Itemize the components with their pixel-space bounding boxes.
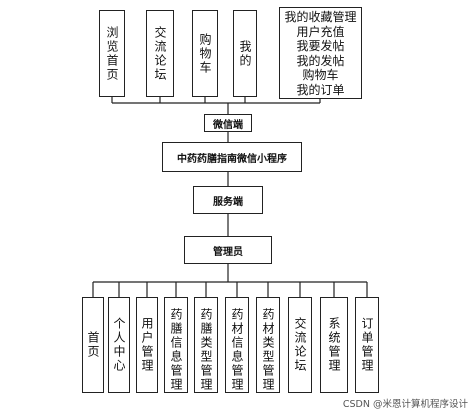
node-medicated-diet-info: 药膳信息管理 (164, 297, 188, 393)
my-menu-item: 购物车 (302, 68, 339, 82)
node-app-name: 中药药膳指南微信小程序 (162, 142, 302, 172)
node-admin-home: 首页 (82, 297, 104, 393)
node-label: 购物车 (198, 32, 212, 75)
node-label: 浏览首页 (105, 25, 119, 82)
node-my-menu: 我的收藏管理 用户充值 我要发帖 我的发帖 购物车 我的订单 (279, 7, 362, 99)
node-cart: 购物车 (192, 10, 218, 97)
node-label: 药膳信息管理 (169, 308, 183, 392)
my-menu-item: 我的发帖 (296, 53, 345, 68)
node-mine: 我的 (233, 10, 257, 97)
node-admin: 管理员 (184, 236, 272, 264)
node-herb-info: 药材信息管理 (225, 297, 249, 393)
node-system-management: 系统管理 (320, 297, 348, 393)
node-label: 药膳类型管理 (199, 308, 213, 392)
node-personal-center: 个人中心 (108, 297, 130, 393)
node-forum: 交流论坛 (146, 10, 174, 97)
node-label: 系统管理 (327, 317, 341, 373)
my-menu-item: 我的收藏管理 (284, 10, 357, 24)
node-label: 用户管理 (140, 317, 154, 373)
watermark: CSDN @米恩计算机程序设计 (342, 399, 468, 410)
node-label: 管理员 (213, 246, 243, 258)
node-home-browse: 浏览首页 (99, 10, 125, 97)
node-medicated-diet-type: 药膳类型管理 (194, 297, 218, 393)
node-label: 个人中心 (112, 317, 126, 373)
node-label: 药材类型管理 (261, 308, 275, 392)
node-user-management: 用户管理 (136, 297, 158, 393)
node-label: 交流论坛 (153, 25, 167, 82)
my-menu-item: 我要发帖 (296, 39, 345, 53)
node-label: 首页 (86, 331, 100, 359)
node-label: 订单管理 (360, 317, 374, 373)
node-wechat-client: 微信端 (204, 114, 252, 132)
node-server: 服务端 (193, 186, 263, 214)
node-order-management: 订单管理 (355, 297, 379, 393)
node-label: 微信端 (213, 119, 243, 131)
node-label: 中药药膳指南微信小程序 (177, 153, 287, 165)
node-herb-type: 药材类型管理 (256, 297, 280, 393)
my-menu-item: 我的订单 (296, 82, 345, 97)
my-menu-item: 用户充值 (296, 24, 345, 39)
node-admin-forum: 交流论坛 (288, 297, 312, 393)
node-label: 药材信息管理 (230, 308, 244, 392)
node-label: 交流论坛 (293, 317, 307, 373)
node-label: 服务端 (213, 196, 243, 208)
node-label: 我的 (238, 39, 252, 68)
